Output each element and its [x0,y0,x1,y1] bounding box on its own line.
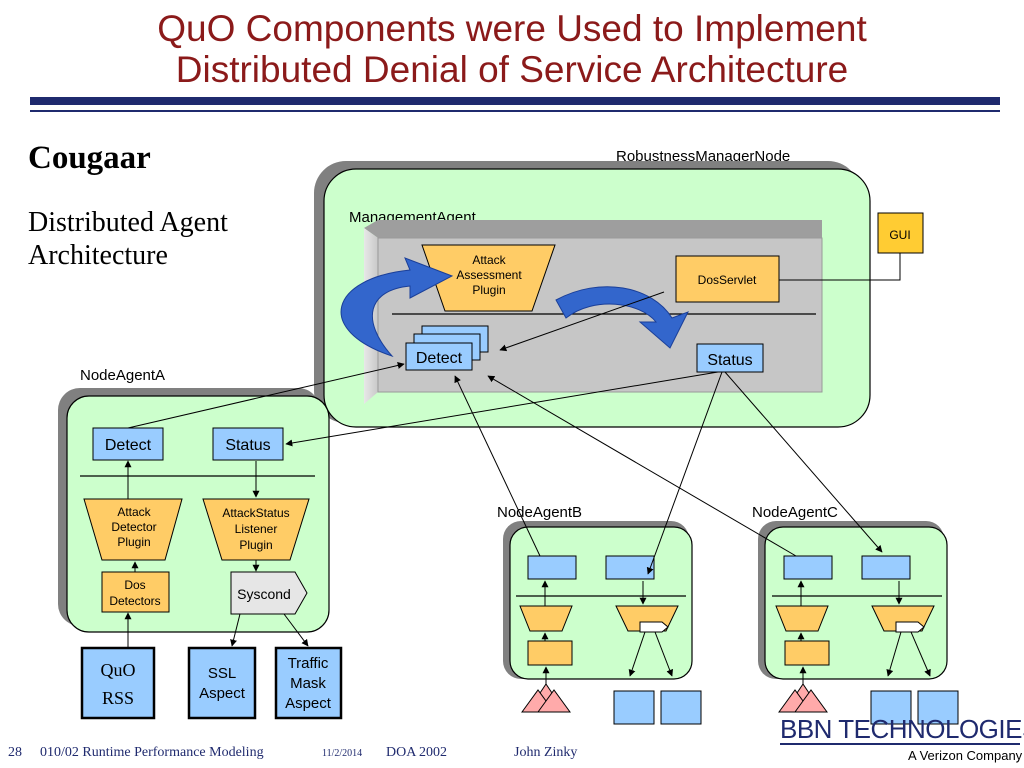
manager-status-box [696,343,764,373]
manager-status-to-b-status [646,371,723,575]
b-dos-detectors [527,640,573,666]
c-dos-detectors [784,640,830,666]
footer-author: John Zinky [514,745,578,760]
curved-arrow-right [555,286,690,349]
manager-status-to-c-status [724,371,883,553]
b-arrow-out-1 [628,631,646,677]
footer-event: DOA 2002 [386,745,448,760]
a-detect-box [92,427,164,461]
b-rss-right [537,689,571,713]
b-detect-to-manager-detect [454,375,541,557]
ssl-aspect-line-2: Aspect [199,685,246,702]
a-status-label: Status [225,437,270,454]
quo-rss-box [80,646,156,720]
syscond-label: Syscond [237,586,291,602]
title-rule-thin [30,110,1000,112]
c-detector-plugin [775,605,829,632]
dos-detectors-line-1: Dos [124,578,145,592]
title-line-2: Distributed Denial of Service Architectu… [175,49,849,90]
curved-arrow-left [340,257,454,358]
attack-detector-plugin [83,498,183,561]
bbn-logo-text: BBN TECHNOLOGIES [780,714,1024,744]
heading-cougaar: Cougaar [28,140,151,176]
gui-label: GUI [889,228,910,242]
b-aspect-1 [613,690,655,725]
attack-status-line-1: AttackStatus [222,506,289,520]
slide-title: QuO Components were Used to Implement Di… [0,8,1024,90]
b-syscond [639,621,669,633]
dos-detectors-line-2: Detectors [109,594,160,608]
b-arrow-out-2 [654,631,673,677]
attack-status-line-3: Plugin [239,538,272,552]
manager-status-label: Status [707,352,752,369]
syscond-to-ssl-arrow [230,613,241,647]
ssl-aspect-line-1: SSL [208,665,236,682]
b-detect-box [527,555,577,580]
a-status-box [212,427,284,461]
node-agent-c-label: NodeAgentC [752,504,838,521]
dos-servlet-box [675,255,780,303]
manager-status-to-a-status [285,371,719,447]
b-aspect-2 [660,690,702,725]
c-rss-right [794,689,828,713]
c-aspect-1 [870,690,912,725]
attack-detector-line-3: Plugin [117,535,150,549]
attack-status-listener-plugin [202,498,310,561]
attack-detector-line-1: Attack [117,505,151,519]
attack-assessment-plugin [421,244,556,312]
title-line-1: QuO Components were Used to Implement [157,8,867,49]
a-detect-label: Detect [105,437,152,454]
ssl-aspect-box [187,646,257,720]
manager-detect-label: Detect [416,350,463,367]
traffic-mask-line-1: Traffic [288,655,329,672]
footer-date: 11/2/2014 [322,748,363,759]
c-detect-to-manager-detect [487,375,797,557]
c-detect-box [783,555,833,580]
verizon-subtitle: A Verizon Company [908,748,1023,763]
b-status-box [605,555,655,580]
title-rule-thick [30,97,1000,105]
attack-detector-line-2: Detector [111,520,156,534]
c-aspect-2 [917,690,959,725]
subtitle: Distributed Agent Architecture [28,207,228,271]
footer-course: 010/02 Runtime Performance Modeling [40,745,264,760]
c-arrow-out-1 [886,631,902,677]
gui-link [779,253,901,281]
node-agent-b-label: NodeAgentB [497,504,582,521]
a-detect-to-manager-detect [127,362,405,429]
traffic-mask-line-3: Aspect [285,695,332,712]
footer-page-number: 28 [8,745,22,760]
attack-assessment-line-1: Attack [472,253,506,267]
b-detector-plugin [519,605,573,632]
robustness-node-label: RobustnessManagerNode [616,148,790,165]
quo-rss-line-1: QuO [101,660,136,680]
c-arrow-out-2 [910,631,931,677]
syscond-shape [230,571,308,615]
traffic-mask-aspect-box [274,646,343,720]
management-agent-top [364,220,822,238]
attack-assessment-line-2: Assessment [456,268,522,282]
attack-status-line-2: Listener [235,522,278,536]
attack-assessment-line-3: Plugin [472,283,505,297]
manager-detect-box [405,342,473,371]
dos-servlet-label: DosServlet [698,273,757,287]
node-agent-a-label: NodeAgentA [80,367,165,384]
servlet-to-detect-arrow [499,291,665,352]
traffic-mask-line-2: Mask [290,675,326,692]
bbn-logo-rule [780,743,1020,745]
syscond-to-traffic-arrow [283,613,309,647]
quo-rss-line-2: RSS [102,688,134,708]
c-syscond [895,621,925,633]
c-status-box [861,555,911,580]
gui-box [877,212,924,254]
